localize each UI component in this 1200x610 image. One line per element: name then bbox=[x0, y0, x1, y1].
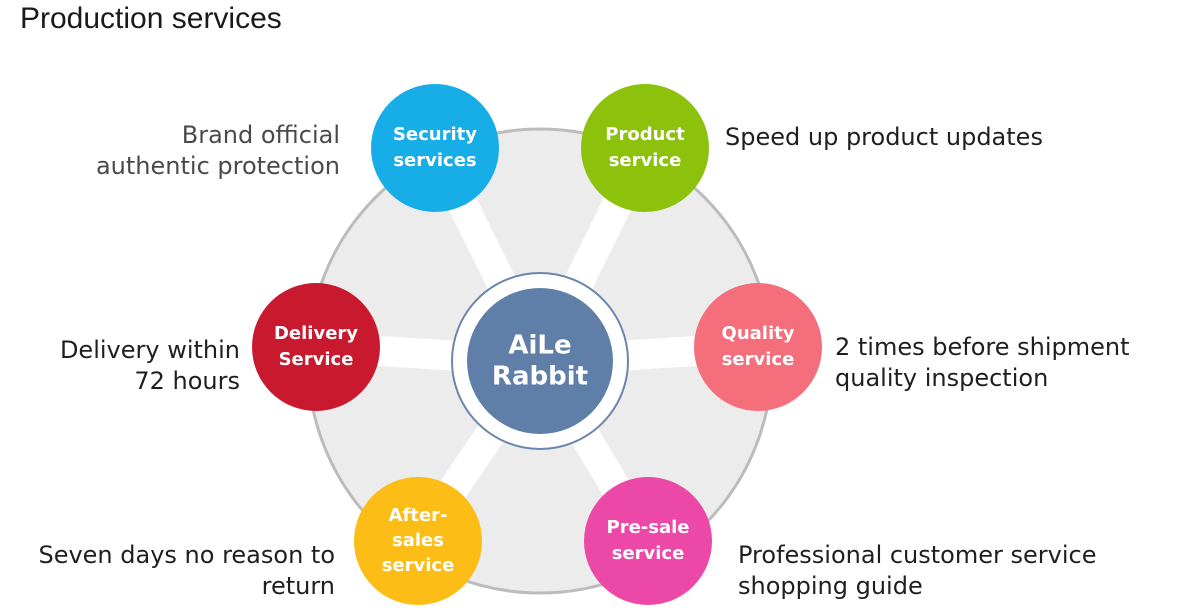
desc-quality-line: 2 times before shipment bbox=[835, 333, 1130, 361]
desc-delivery-line: 72 hours bbox=[134, 367, 240, 395]
desc-aftersales-line: Seven days no reason to bbox=[38, 541, 335, 569]
node-security-label-line: services bbox=[393, 150, 476, 171]
desc-delivery: Delivery within 72 hours bbox=[20, 335, 240, 397]
node-security-circle bbox=[371, 84, 499, 212]
node-security-label: Security services bbox=[393, 124, 477, 171]
node-quality-label-line: service bbox=[722, 349, 795, 370]
desc-security: Brand official authentic protection bbox=[60, 120, 340, 182]
node-delivery-label-line: Delivery bbox=[274, 323, 358, 344]
node-presale-label: Pre-sale service bbox=[607, 517, 690, 564]
node-quality-label: Quality service bbox=[722, 323, 795, 370]
desc-product: Speed up product updates bbox=[725, 122, 1043, 153]
node-security-services: Security services bbox=[371, 84, 499, 212]
node-quality-label-line: Quality bbox=[722, 323, 795, 344]
desc-product-line: Speed up product updates bbox=[725, 123, 1043, 151]
desc-quality-line: quality inspection bbox=[835, 364, 1049, 392]
node-presale-circle bbox=[584, 477, 712, 605]
node-product-label-line: Product bbox=[605, 124, 685, 145]
node-delivery-circle bbox=[252, 283, 380, 411]
desc-quality: 2 times before shipment quality inspecti… bbox=[835, 332, 1130, 394]
desc-security-line: authentic protection bbox=[95, 152, 340, 180]
node-aftersales-label-line: service bbox=[382, 555, 455, 576]
node-presale-service: Pre-sale service bbox=[584, 477, 712, 605]
node-product-label-line: service bbox=[609, 150, 682, 171]
node-aftersales-label: After-sales service bbox=[382, 505, 455, 576]
page-title: Production services bbox=[20, 2, 282, 35]
desc-presale: Professional customer service shopping g… bbox=[738, 540, 1096, 602]
node-delivery-label-line: Service bbox=[279, 349, 354, 370]
desc-security-line: Brand official bbox=[181, 121, 340, 149]
node-quality-service: Quality service bbox=[694, 283, 822, 411]
desc-aftersales: Seven days no reason to return bbox=[20, 540, 335, 602]
desc-presale-line: shopping guide bbox=[738, 572, 923, 600]
hub-label-line: AiLe bbox=[508, 330, 571, 360]
hub-label-line: Rabbit bbox=[492, 361, 588, 391]
hub-circle bbox=[467, 288, 613, 434]
node-quality-circle bbox=[694, 283, 822, 411]
node-product-service: Product service bbox=[581, 84, 709, 212]
node-security-label-line: Security bbox=[393, 124, 477, 145]
node-product-label: Product service bbox=[605, 124, 685, 171]
desc-presale-line: Professional customer service bbox=[738, 541, 1097, 569]
node-presale-label-line: Pre-sale bbox=[607, 517, 690, 538]
node-aftersales-service: After-sales service bbox=[354, 477, 482, 605]
node-aftersales-label-line: sales bbox=[392, 530, 444, 551]
node-aftersales-circle bbox=[354, 477, 482, 605]
node-product-circle bbox=[581, 84, 709, 212]
desc-delivery-line: Delivery within bbox=[59, 336, 240, 364]
node-presale-label-line: service bbox=[612, 543, 685, 564]
node-aftersales-label-line: After- bbox=[389, 505, 448, 526]
desc-aftersales-line: return bbox=[261, 572, 335, 600]
